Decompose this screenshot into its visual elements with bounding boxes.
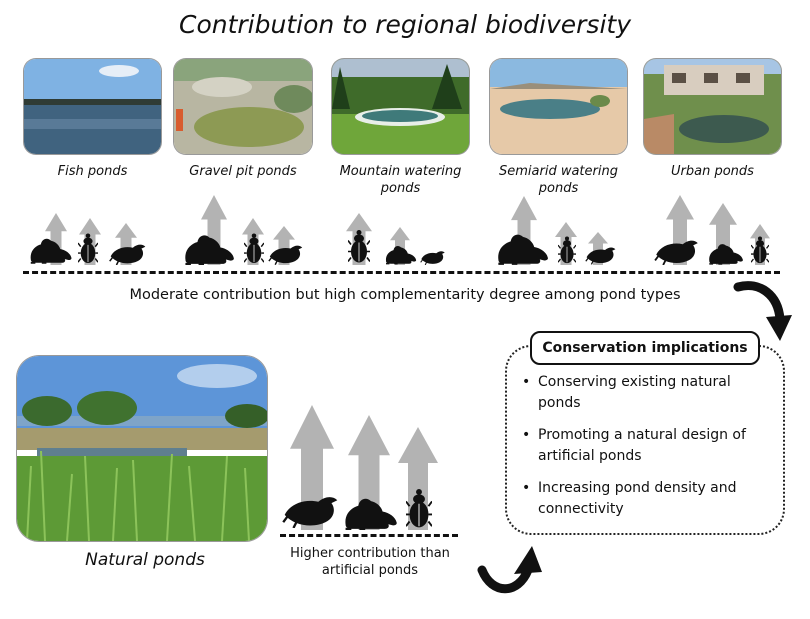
natural-ponds-contribution-icons bbox=[281, 405, 438, 530]
conservation-implications-title: Conservation implications bbox=[530, 331, 760, 365]
curved-arrow-up-icon bbox=[477, 546, 542, 594]
natural-ponds-photo bbox=[17, 356, 267, 541]
semiarid-watering-ponds-caption: Semiarid watering ponds bbox=[499, 164, 618, 196]
conservation-implications-list: Conserving existing natural ponds Promot… bbox=[520, 372, 775, 531]
figure-title: Contribution to regional biodiversity bbox=[179, 10, 631, 39]
curved-arrow-down-icon bbox=[733, 281, 792, 341]
conservation-item: Promoting a natural design of artificial… bbox=[520, 425, 775, 467]
fish-ponds-icons bbox=[29, 213, 147, 265]
urban-ponds-icons bbox=[654, 195, 770, 265]
natural-ponds-caption: Natural ponds bbox=[85, 550, 205, 570]
moderate-contribution-text: Moderate contribution but high complemen… bbox=[129, 287, 681, 303]
gravel-pit-ponds-icons bbox=[184, 195, 303, 265]
higher-contribution-text: Higher contribution than artificial pond… bbox=[290, 546, 450, 578]
semiarid-watering-ponds-photo bbox=[490, 59, 627, 154]
urban-ponds-caption: Urban ponds bbox=[671, 164, 754, 179]
gravel-pit-ponds-photo bbox=[174, 59, 312, 154]
mountain-watering-ponds-icons bbox=[346, 213, 446, 265]
conservation-item: Increasing pond density and connectivity bbox=[520, 478, 775, 520]
semiarid-watering-ponds-icons bbox=[497, 196, 617, 265]
gravel-pit-ponds-caption: Gravel pit ponds bbox=[189, 164, 297, 179]
conservation-item: Conserving existing natural ponds bbox=[520, 372, 775, 414]
fish-ponds-photo bbox=[24, 59, 161, 154]
natural-ponds-baseline bbox=[280, 534, 458, 537]
mountain-watering-ponds-caption: Mountain watering ponds bbox=[339, 164, 462, 196]
artificial-ponds-baseline bbox=[23, 271, 780, 274]
urban-ponds-photo bbox=[644, 59, 781, 154]
mountain-watering-ponds-photo bbox=[332, 59, 469, 154]
artificial-ponds-contribution-icons bbox=[29, 195, 770, 265]
fish-ponds-caption: Fish ponds bbox=[57, 164, 128, 179]
